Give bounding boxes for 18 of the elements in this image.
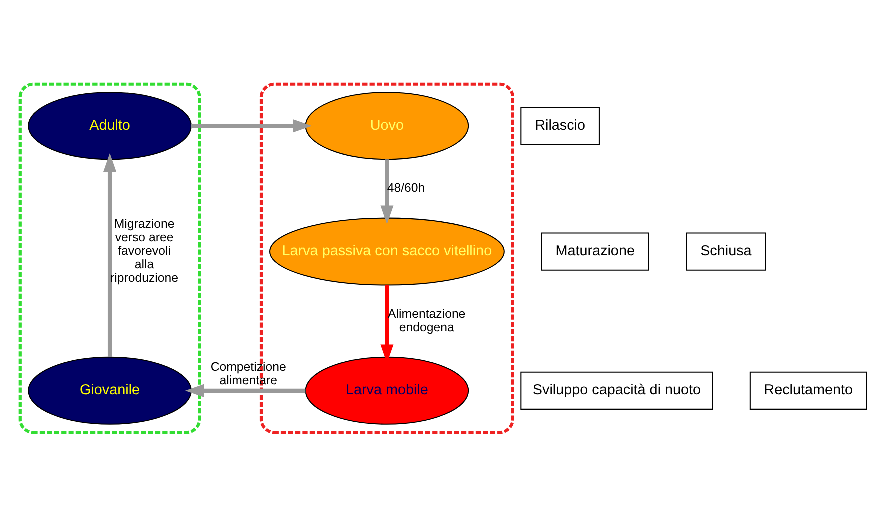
node-ellipse: Adulto [28,92,192,160]
node-box: Sviluppo capacità di nuoto [520,371,714,410]
node-box: Reclutamento [750,371,868,410]
node-ellipse: Uovo [305,92,470,160]
node-ellipse: Giovanile [28,356,192,424]
arrow [192,119,312,132]
arrow [185,384,306,397]
node-box: Schiusa [686,232,766,270]
arrow [104,152,117,357]
edge-label: Migrazione verso aree favorevoli alla riproduzione [110,216,179,284]
node-ellipse: Larva passiva con sacco vitellino [270,217,505,286]
node-box: Rilascio [520,106,600,145]
edge-label: 48/60h [387,180,426,195]
node-ellipse: Larva mobile [305,356,470,424]
edge-label: Competizione alimentare [210,359,286,387]
node-box: Maturazione [541,232,650,270]
cluster [18,82,202,434]
arrow [380,159,394,224]
